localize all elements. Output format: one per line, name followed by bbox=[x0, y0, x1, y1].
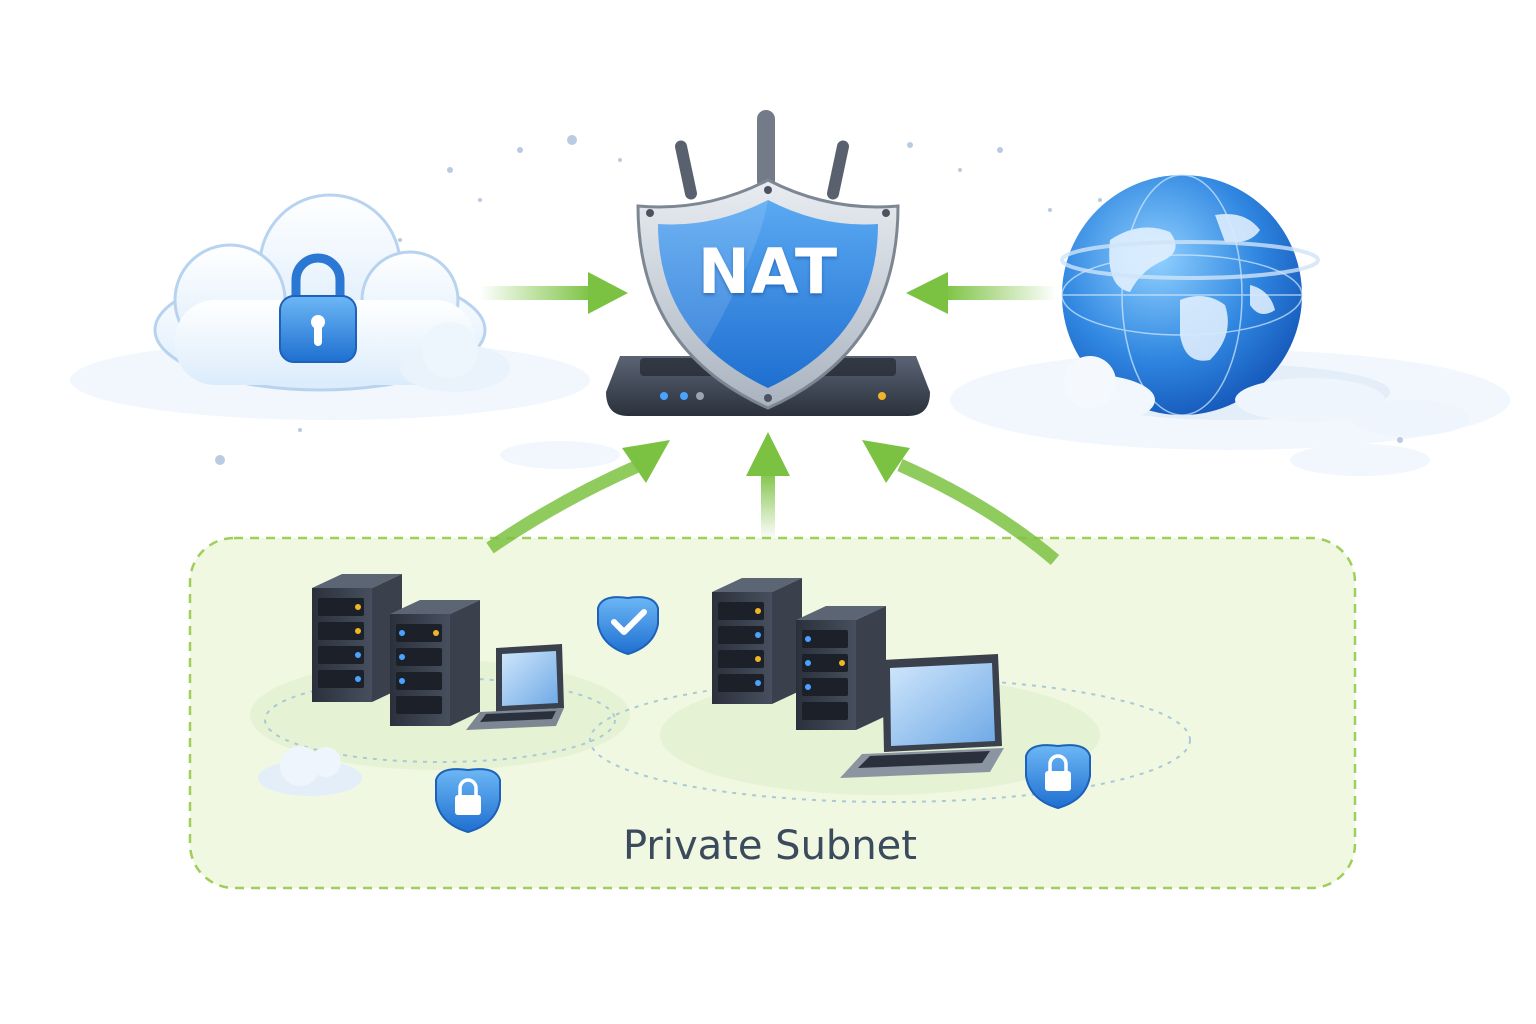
private-subnet-label: Private Subnet bbox=[520, 820, 1020, 872]
arrow-cloud-to-nat bbox=[480, 272, 628, 314]
server-rack-icon bbox=[390, 600, 480, 726]
server-rack-icon bbox=[312, 574, 402, 702]
server-rack-icon bbox=[796, 606, 886, 730]
arrow-subnet-center-to-nat bbox=[746, 432, 790, 540]
nat-label: NAT bbox=[640, 232, 896, 312]
server-rack-icon bbox=[712, 578, 802, 704]
arrow-internet-to-nat bbox=[906, 272, 1056, 314]
